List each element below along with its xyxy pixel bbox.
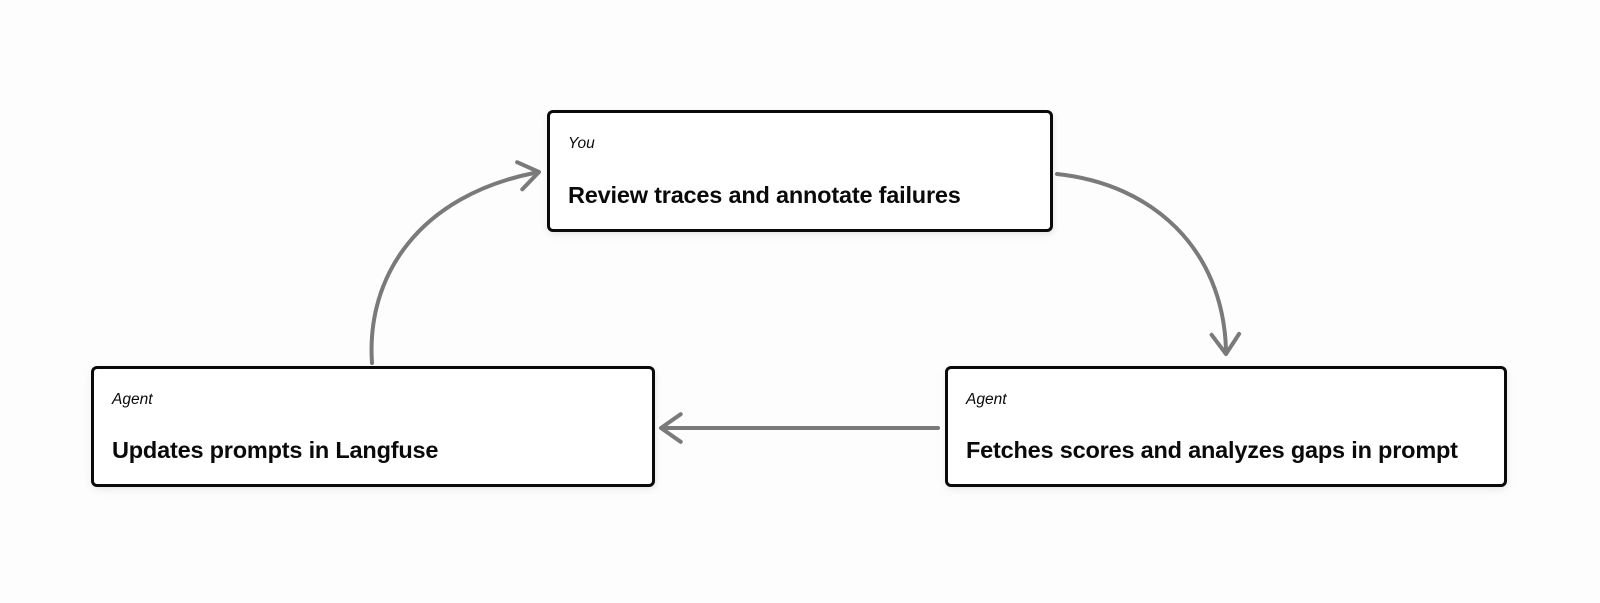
- node-review-traces: You Review traces and annotate failures: [547, 110, 1053, 232]
- node-title: Updates prompts in Langfuse: [112, 436, 439, 463]
- arrow-fetch-to-update: [659, 412, 940, 444]
- node-title: Fetches scores and analyzes gaps in prom…: [966, 436, 1458, 463]
- node-update-prompts: Agent Updates prompts in Langfuse: [91, 366, 655, 487]
- node-role-label: Agent: [112, 391, 153, 408]
- node-role-label: Agent: [966, 391, 1007, 408]
- node-title: Review traces and annotate failures: [568, 181, 961, 208]
- node-fetch-scores: Agent Fetches scores and analyzes gaps i…: [945, 366, 1507, 487]
- node-role-label: You: [568, 135, 595, 152]
- arrow-review-to-fetch: [1055, 172, 1242, 356]
- arrow-update-to-review: [369, 160, 541, 365]
